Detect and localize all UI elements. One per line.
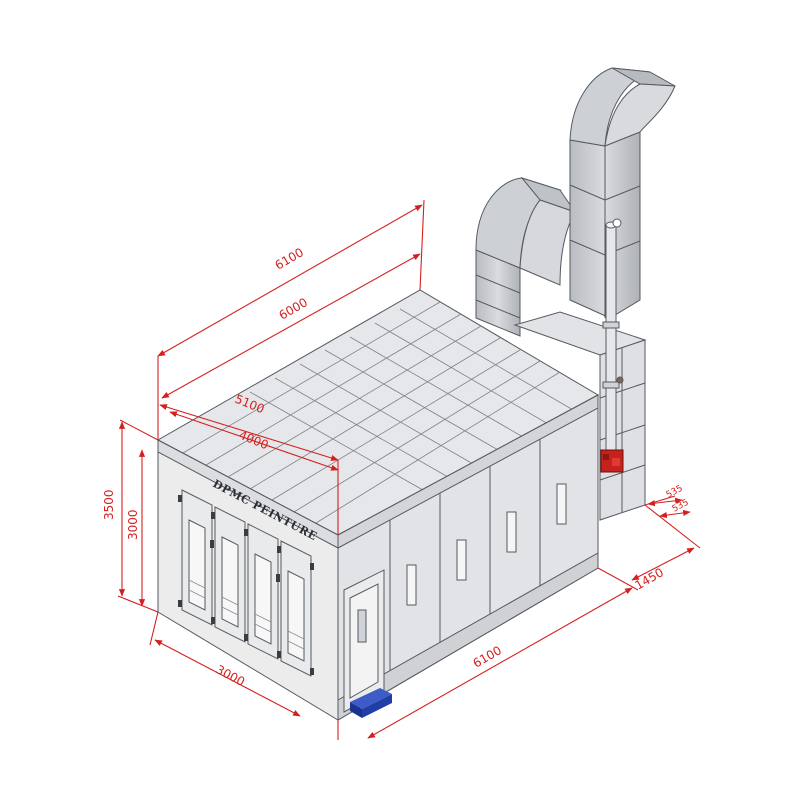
burner-unit (600, 449, 624, 473)
dim-line-offset-a (647, 497, 683, 507)
dim-line-front-width (154, 639, 301, 717)
exhaust-pipe (605, 224, 617, 456)
dim-total-length: 6100 (273, 245, 306, 272)
dim-wall-height: 3000 (126, 509, 140, 540)
front-doors (178, 489, 314, 677)
dim-total-height: 3500 (102, 489, 116, 520)
dimension-lines (117, 199, 701, 740)
cabin-body (156, 289, 600, 721)
dim-line-offset-b (659, 509, 691, 519)
dim-side-length: 6100 (471, 643, 504, 670)
dim-line-front-depth (169, 411, 339, 471)
dim-line-plant-depth (631, 547, 695, 581)
dim-offset-a: 535 (665, 484, 685, 501)
dim-line-cabin-length (161, 253, 421, 399)
dim-plant-depth: 1450 (633, 565, 666, 592)
dim-front-width: 3000 (214, 662, 248, 689)
ducting-system (475, 67, 676, 521)
dim-line-side-length (367, 587, 633, 739)
